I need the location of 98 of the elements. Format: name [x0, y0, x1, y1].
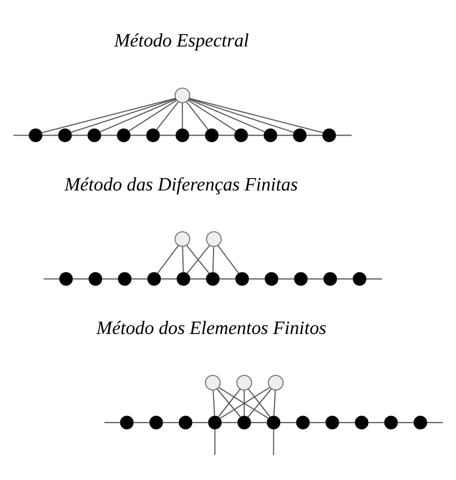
- node-circle: [120, 416, 134, 430]
- node-circle: [176, 128, 190, 142]
- connector: [218, 134, 235, 136]
- connector: [188, 134, 206, 136]
- node-circle: [293, 128, 307, 142]
- connector: [186, 101, 209, 130]
- node-circle: [178, 416, 192, 430]
- connector: [280, 422, 296, 424]
- connector: [190, 278, 206, 280]
- connector: [189, 98, 324, 134]
- node-circle: [264, 272, 278, 286]
- connector: [336, 134, 352, 136]
- node-circle: [264, 128, 278, 142]
- connector: [221, 422, 238, 424]
- connector: [188, 98, 266, 132]
- node-circle: [147, 272, 161, 286]
- connector: [133, 422, 150, 424]
- connector: [248, 278, 266, 280]
- connector: [162, 422, 180, 424]
- connector: [159, 134, 176, 136]
- node-circle: [204, 374, 221, 391]
- node-circle: [174, 231, 190, 247]
- node-circle: [118, 272, 132, 286]
- node-circle: [88, 272, 102, 286]
- node-circle: [146, 128, 160, 142]
- connector: [426, 422, 443, 424]
- node-circle: [208, 416, 222, 430]
- node-circle: [266, 416, 280, 430]
- connector: [102, 278, 118, 280]
- connector: [368, 422, 385, 424]
- node-circle: [323, 272, 338, 286]
- node-circle: [28, 128, 42, 142]
- connector: [188, 100, 237, 132]
- connector: [214, 429, 216, 455]
- connector: [128, 100, 177, 132]
- node-circle: [58, 128, 72, 142]
- connector: [42, 98, 176, 134]
- node-circle: [296, 416, 310, 430]
- connector: [72, 278, 89, 280]
- connector: [156, 101, 179, 130]
- node-circle: [326, 416, 340, 430]
- node-circle: [236, 374, 252, 391]
- connector: [71, 134, 88, 136]
- node-circle: [322, 128, 336, 142]
- connector: [157, 245, 179, 274]
- connector: [278, 278, 294, 280]
- connector: [44, 278, 60, 280]
- node-circle: [206, 272, 220, 286]
- connector: [182, 246, 184, 272]
- connector: [273, 390, 276, 416]
- connector: [244, 390, 245, 416]
- node-circle: [174, 88, 190, 104]
- connector: [70, 98, 176, 133]
- connector: [100, 98, 176, 132]
- connector: [42, 134, 59, 136]
- connector: [309, 422, 326, 424]
- node-circle: [176, 272, 190, 286]
- connector: [336, 278, 354, 280]
- node-circle: [352, 272, 366, 286]
- connector: [13, 134, 29, 136]
- label: Método das Diferenças Finitas: [64, 174, 298, 196]
- connector: [397, 422, 414, 424]
- connector: [276, 134, 294, 136]
- connector: [160, 278, 177, 280]
- connector: [212, 390, 216, 416]
- node-circle: [204, 128, 219, 142]
- connector: [273, 429, 274, 455]
- node-circle: [149, 416, 163, 430]
- node-circle: [116, 128, 130, 142]
- label: Método dos Elementos Finitos: [96, 318, 326, 339]
- connector: [131, 278, 148, 280]
- connector: [192, 422, 208, 424]
- connector: [104, 422, 120, 424]
- connector: [219, 278, 236, 280]
- node-circle: [88, 128, 102, 142]
- node-circle: [354, 416, 368, 430]
- connector: [188, 98, 294, 133]
- connector: [217, 245, 240, 274]
- node-circle: [268, 374, 284, 391]
- connector: [130, 134, 147, 136]
- node-circle: [414, 416, 428, 430]
- connector: [306, 134, 323, 136]
- connector: [100, 134, 118, 136]
- connector: [212, 246, 214, 272]
- connector: [182, 103, 183, 129]
- label: Método Espectral: [114, 30, 249, 52]
- node-circle: [206, 231, 222, 247]
- connector: [307, 278, 324, 280]
- connector: [338, 422, 356, 424]
- node-circle: [237, 416, 252, 430]
- connector: [250, 422, 268, 424]
- node-circle: [59, 272, 73, 286]
- connector: [248, 134, 264, 136]
- node-circle: [294, 272, 308, 286]
- node-circle: [235, 272, 249, 286]
- node-circle: [384, 416, 398, 430]
- node-circle: [234, 128, 248, 142]
- connector: [366, 278, 382, 280]
